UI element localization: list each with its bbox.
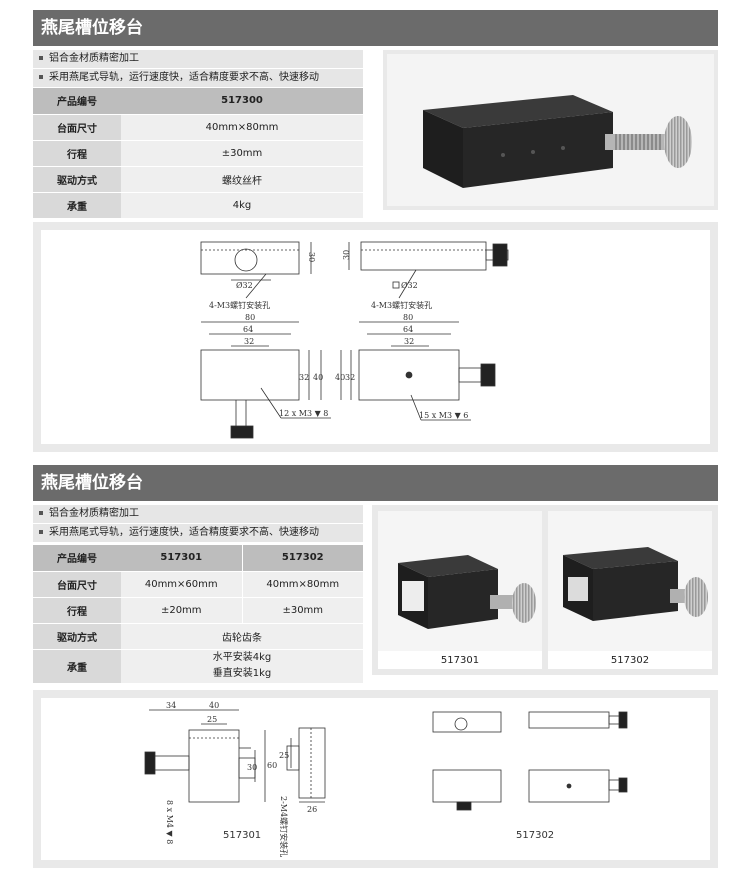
drawing-area: 30 Ø32 4-M3螺钉安装孔 30 Ø32 4-M3螺钉安装孔 80 64 … [41, 230, 710, 444]
drawing-caption-517301: 517301 [223, 830, 261, 841]
dim-25-side-label: 25 [279, 751, 289, 760]
dim-40-left-label: 40 [313, 373, 323, 382]
table-row: 驱动方式螺纹丝杆 [33, 166, 363, 193]
section2-bullet-2: 采用燕尾式导轨，运行速度快，适合精度要求不高、快速移动 [33, 524, 363, 542]
table-row: 驱动方式 齿轮齿条 [33, 623, 363, 650]
photo-caption-517302: 517302 [610, 655, 650, 666]
dim-32-right-label: 32 [404, 337, 414, 346]
bullet-square-icon [39, 530, 43, 534]
spec-value: 40mm×80mm [242, 571, 363, 598]
dim-40-label: 40 [209, 701, 219, 710]
section2-bullet-1: 铝合金材质精密加工 [33, 505, 363, 523]
dim-30-label: 30 [307, 252, 316, 262]
product-photo-517301: 517301 [378, 511, 542, 669]
bullet-square-icon [39, 75, 43, 79]
dim-30-side-label: 30 [342, 250, 351, 260]
hole-note-right: 4-M3螺钉安装孔 [371, 300, 432, 310]
bullet-square-icon [39, 511, 43, 515]
table-row: 台面尺寸 40mm×60mm 40mm×80mm [33, 571, 363, 598]
drawing-area: 34 40 25 60 30 8 x M4 ▼ 8 26 25 2-M4螺钉安装 [41, 698, 710, 860]
dim-80-left-label: 80 [245, 313, 255, 322]
spec-label: 台面尺寸 [33, 571, 121, 598]
spec-label: 产品编号 [33, 545, 121, 572]
dim-32-v-left-label: 32 [299, 373, 309, 382]
load-vertical: 垂直安装1kg [212, 668, 272, 679]
spec-value: ±30mm [242, 597, 363, 624]
drawing-panel-517301-517302: 34 40 25 60 30 8 x M4 ▼ 8 26 25 2-M4螺钉安装 [33, 690, 718, 868]
section1-bullet-1: 铝合金材质精密加工 [33, 50, 363, 68]
dim-64-right-label: 64 [403, 325, 413, 334]
drawing-panel-517300: 30 Ø32 4-M3螺钉安装孔 30 Ø32 4-M3螺钉安装孔 80 64 … [33, 222, 718, 452]
dim-34-label: 34 [166, 701, 176, 710]
photo-caption-517301: 517301 [440, 655, 480, 666]
spec-label: 驱动方式 [33, 166, 121, 193]
technical-drawing-517301-517302: 34 40 25 60 30 8 x M4 ▼ 8 26 25 2-M4螺钉安装 [144, 701, 628, 857]
dim-60-label: 60 [267, 761, 277, 770]
table-row: 行程±30mm [33, 140, 363, 167]
table-row: 承重 水平安装4kg 垂直安装1kg [33, 649, 363, 684]
spec-value: 40mm×60mm [121, 571, 243, 598]
spec-label: 承重 [33, 649, 121, 684]
spec-value: 40mm×80mm [121, 114, 363, 141]
technical-drawing-517300: 30 Ø32 4-M3螺钉安装孔 30 Ø32 4-M3螺钉安装孔 80 64 … [200, 241, 509, 439]
spec-label: 产品编号 [33, 88, 121, 115]
spec-col1-header: 517301 [121, 545, 243, 572]
spec-label: 行程 [33, 140, 121, 167]
product-photos-panel: 517301 517302 [372, 505, 718, 675]
stage-photo-image [548, 511, 712, 651]
dim-30-label: 30 [247, 763, 257, 772]
table-row: 产品编号 517301 517302 [33, 545, 363, 572]
table-row: 行程 ±20mm ±30mm [33, 597, 363, 624]
spec-value: 齿轮齿条 [121, 623, 363, 650]
spec-col2-header: 517302 [242, 545, 363, 572]
dim-25-label: 25 [207, 715, 217, 724]
hole-note-517301: 2-M4螺钉安装孔 [279, 796, 289, 857]
spec-label: 行程 [33, 597, 121, 624]
thread-note-left: 12 x M3 ▼ 8 [279, 409, 328, 418]
dim-40-right-label: 40 [335, 373, 345, 382]
dim-80-right-label: 80 [403, 313, 413, 322]
spec-value: ±30mm [121, 140, 363, 167]
stage-photo-image [378, 511, 542, 651]
hole-note-left: 4-M3螺钉安装孔 [209, 300, 270, 310]
product-photo-517302: 517302 [548, 511, 712, 669]
dim-phi32-label: Ø32 [236, 281, 253, 290]
section2-title: 燕尾槽位移台 [33, 465, 718, 501]
drawing-caption-517302: 517302 [516, 830, 554, 841]
spec-value: 4kg [121, 192, 363, 219]
spec-value: 517300 [121, 88, 363, 115]
dim-32-left-label: 32 [244, 337, 254, 346]
spec-label: 承重 [33, 192, 121, 219]
spec-label: 驱动方式 [33, 623, 121, 650]
dim-phi32-side-label: Ø32 [401, 281, 418, 290]
spec-value: 螺纹丝杆 [121, 166, 363, 193]
spec-value: ±20mm [121, 597, 243, 624]
section1-bullet-2: 采用燕尾式导轨，运行速度快，适合精度要求不高、快速移动 [33, 69, 363, 87]
load-horizontal: 水平安装4kg [212, 652, 272, 663]
dim-64-left-label: 64 [243, 325, 253, 334]
spec-value: 水平安装4kg 垂直安装1kg [121, 649, 363, 684]
thread-note-517301: 8 x M4 ▼ 8 [165, 800, 174, 844]
thread-note-right: 15 x M3 ▼ 6 [419, 411, 468, 420]
dim-26-label: 26 [307, 805, 317, 814]
bullet-square-icon [39, 56, 43, 60]
product-photo-517300 [383, 50, 718, 210]
stage-photo-image [387, 54, 714, 206]
dim-32-v-right-label: 32 [345, 373, 355, 382]
section2-spec-table: 产品编号 517301 517302 台面尺寸 40mm×60mm 40mm×8… [33, 545, 363, 684]
spec-label: 台面尺寸 [33, 114, 121, 141]
section1-title: 燕尾槽位移台 [33, 10, 718, 46]
